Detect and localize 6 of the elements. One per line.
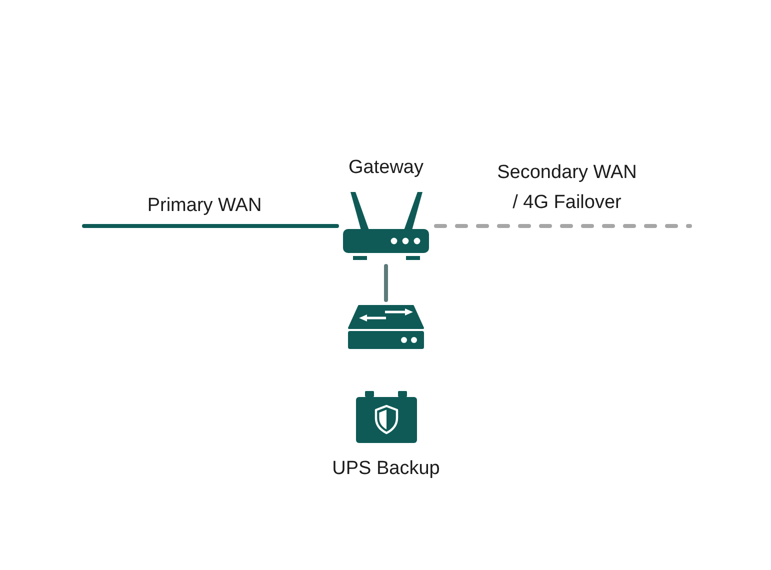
network-switch-icon <box>347 304 425 349</box>
device-label: Gateway <box>348 156 424 180</box>
device-label: UPS Backup <box>332 457 440 481</box>
connector-line <box>384 264 388 302</box>
connector-line <box>82 224 339 228</box>
dashed-connector-line <box>434 224 692 228</box>
